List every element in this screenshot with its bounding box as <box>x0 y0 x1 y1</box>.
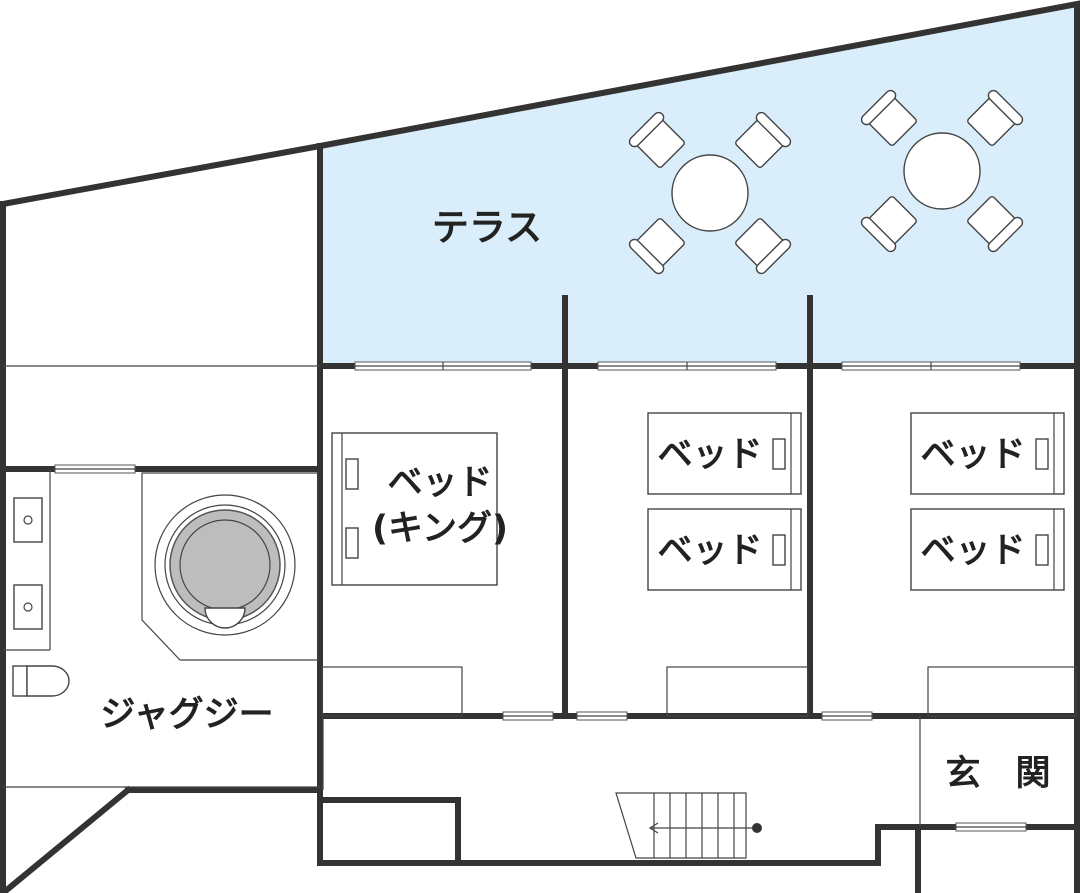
sink-icon <box>13 584 43 630</box>
toilet-icon <box>12 665 70 697</box>
king-bed-label-1: ベッド <box>387 463 492 503</box>
jacuzzi-label: ジャグジー <box>100 695 273 735</box>
chair-icon <box>967 89 1024 146</box>
entrance-label: 玄 関 <box>945 754 1050 794</box>
window <box>576 711 628 721</box>
bed-label-room2-b: ベッド <box>657 531 762 571</box>
window <box>955 822 1027 832</box>
terrace-label: テラス <box>432 206 542 249</box>
chair-icon <box>628 218 685 275</box>
round-table-icon <box>671 154 749 232</box>
round-table-icon <box>903 132 981 210</box>
king-bed-label-2: (キング) <box>372 509 508 549</box>
window <box>354 361 532 371</box>
chair-icon <box>860 196 917 253</box>
bed-icon <box>647 412 802 495</box>
closet-room2 <box>666 666 809 717</box>
bed-label-room3-b: ベッド <box>920 531 1025 571</box>
bed-icon <box>647 508 802 591</box>
terrace-furniture <box>628 89 1024 275</box>
windows <box>54 361 1027 832</box>
chair-icon <box>860 89 917 146</box>
bed-icon <box>331 432 498 586</box>
window <box>841 361 1021 371</box>
window <box>502 711 554 721</box>
jacuzzi-tub-icon <box>141 472 319 661</box>
bed-icon <box>910 412 1065 495</box>
chair-icon <box>735 111 792 168</box>
outer-wall-bottom <box>317 787 921 893</box>
window <box>821 711 873 721</box>
chair-icon <box>967 196 1024 253</box>
bed-label-room3-a: ベッド <box>920 435 1025 475</box>
jacuzzi-slant-wall <box>0 785 133 893</box>
window <box>54 464 136 474</box>
closet-room1 <box>321 666 463 717</box>
bed-label-room2-a: ベッド <box>657 435 762 475</box>
closet-room3 <box>927 666 1077 717</box>
chair-icon <box>628 111 685 168</box>
staircase-icon <box>615 792 762 859</box>
window <box>597 361 777 371</box>
bed-icon <box>910 508 1065 591</box>
sink-icon <box>13 497 43 543</box>
chair-icon <box>735 218 792 275</box>
beds <box>331 412 1065 591</box>
